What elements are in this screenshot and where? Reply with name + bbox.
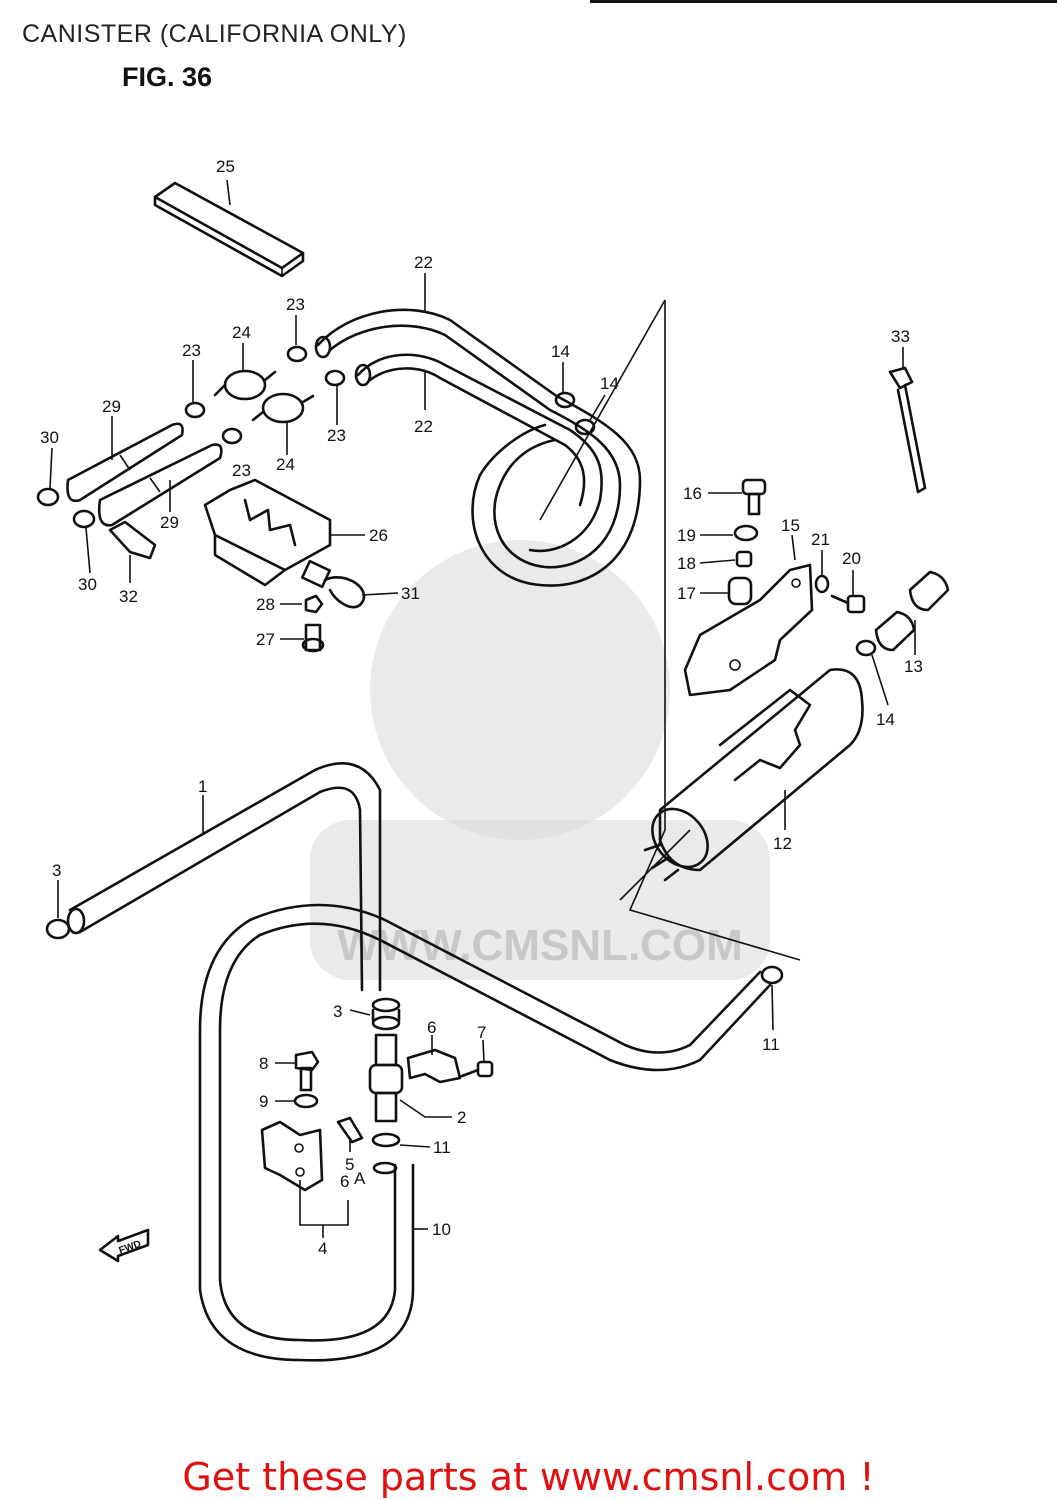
top-border-line bbox=[590, 0, 1057, 3]
bolt-part-7 bbox=[460, 1060, 494, 1078]
callout-6a: 6 bbox=[340, 1172, 349, 1191]
callout-leaders bbox=[49, 179, 916, 1238]
hose-part-22 bbox=[314, 308, 642, 587]
page-title: CANISTER (CALIFORNIA ONLY) bbox=[22, 20, 407, 48]
callout-27: 27 bbox=[256, 630, 275, 649]
nut-bolt-part-27-28 bbox=[301, 594, 325, 653]
callout-9: 9 bbox=[259, 1092, 268, 1111]
collar-part-18 bbox=[735, 550, 753, 568]
callout-30: 30 bbox=[78, 575, 97, 594]
callout-17: 17 bbox=[677, 584, 696, 603]
fuel-filter-part-24 bbox=[213, 369, 315, 424]
fwd-label: FWD bbox=[118, 1239, 143, 1257]
callout-2: 2 bbox=[457, 1108, 466, 1127]
bolt-part-20 bbox=[830, 594, 866, 614]
hose-part-13 bbox=[874, 570, 950, 652]
callout-11: 11 bbox=[762, 1035, 780, 1054]
callout-1: 1 bbox=[198, 777, 207, 796]
callout-20: 20 bbox=[842, 549, 861, 568]
parts-diagram: WWW.CMSNL.COM bbox=[36, 157, 950, 1362]
tie-part-33 bbox=[888, 366, 927, 494]
callout-7: 7 bbox=[477, 1023, 486, 1042]
callout-12: 12 bbox=[773, 834, 792, 853]
callout-3: 3 bbox=[333, 1002, 342, 1021]
callout-18: 18 bbox=[677, 554, 696, 573]
callout-29: 29 bbox=[102, 397, 121, 416]
callout-10: 10 bbox=[432, 1220, 451, 1239]
callout-15: 15 bbox=[781, 516, 800, 535]
callout-30: 30 bbox=[40, 428, 59, 447]
callout-6a-suffix: A bbox=[354, 1169, 366, 1188]
pad-part-25 bbox=[153, 181, 305, 278]
callout-19: 19 bbox=[677, 526, 696, 545]
callout-28: 28 bbox=[256, 595, 275, 614]
callout-22: 22 bbox=[414, 253, 433, 272]
clip-part-32 bbox=[108, 520, 157, 560]
hose-part-1 bbox=[45, 762, 382, 992]
callout-23: 23 bbox=[182, 341, 201, 360]
hose-part-10 bbox=[198, 903, 772, 1362]
bracket-part-15 bbox=[683, 563, 814, 697]
callout-29: 29 bbox=[160, 513, 179, 532]
callout-33: 33 bbox=[891, 327, 910, 346]
callout-14: 14 bbox=[600, 374, 619, 393]
callout-26: 26 bbox=[369, 526, 388, 545]
clip-part-31 bbox=[300, 559, 366, 609]
washer-part-21 bbox=[814, 574, 830, 594]
bracket-part-6 bbox=[406, 1048, 462, 1084]
bolt-part-16 bbox=[741, 478, 767, 516]
callout-31: 31 bbox=[401, 584, 420, 603]
callout-11: 11 bbox=[433, 1138, 451, 1157]
callout-16: 16 bbox=[683, 484, 702, 503]
callout-32: 32 bbox=[119, 587, 138, 606]
watermark-text: WWW.CMSNL.COM bbox=[337, 921, 743, 970]
callout-13: 13 bbox=[904, 657, 923, 676]
canister-part-12 bbox=[643, 668, 864, 882]
callout-24: 24 bbox=[232, 323, 251, 342]
callout-4: 4 bbox=[318, 1239, 327, 1258]
callout-14: 14 bbox=[876, 710, 895, 729]
callout-22: 22 bbox=[414, 417, 433, 436]
clamps-part-23-30 bbox=[36, 345, 877, 985]
callout-25: 25 bbox=[216, 157, 235, 176]
figure-number: FIG. 36 bbox=[122, 62, 213, 92]
callout-6: 6 bbox=[427, 1018, 436, 1037]
bracket-part-4 bbox=[260, 1120, 324, 1192]
callout-23: 23 bbox=[286, 295, 305, 314]
callout-3: 3 bbox=[52, 861, 61, 880]
hose-part-29 bbox=[66, 422, 223, 527]
callout-5: 5 bbox=[345, 1155, 354, 1174]
callout-numbers: 25 22 22 23 23 23 23 24 24 29 29 30 30 2… bbox=[40, 157, 923, 1258]
callout-23: 23 bbox=[232, 461, 251, 480]
clip-part-5 bbox=[336, 1116, 364, 1144]
fwd-arrow-icon: FWD bbox=[98, 1228, 150, 1263]
grommet-part-17 bbox=[727, 576, 753, 606]
callout-23: 23 bbox=[327, 426, 346, 445]
callout-24: 24 bbox=[276, 455, 295, 474]
washer-part-19 bbox=[733, 524, 759, 542]
bracket-part-26 bbox=[203, 478, 332, 587]
callout-21: 21 bbox=[811, 530, 830, 549]
callout-8: 8 bbox=[259, 1054, 268, 1073]
washer-part-9 bbox=[293, 1093, 319, 1109]
footer-link-text[interactable]: Get these parts at www.cmsnl.com ! bbox=[182, 1455, 875, 1499]
callout-14: 14 bbox=[551, 342, 570, 361]
bolt-part-8 bbox=[294, 1050, 320, 1092]
valve-part-2 bbox=[368, 997, 404, 1148]
